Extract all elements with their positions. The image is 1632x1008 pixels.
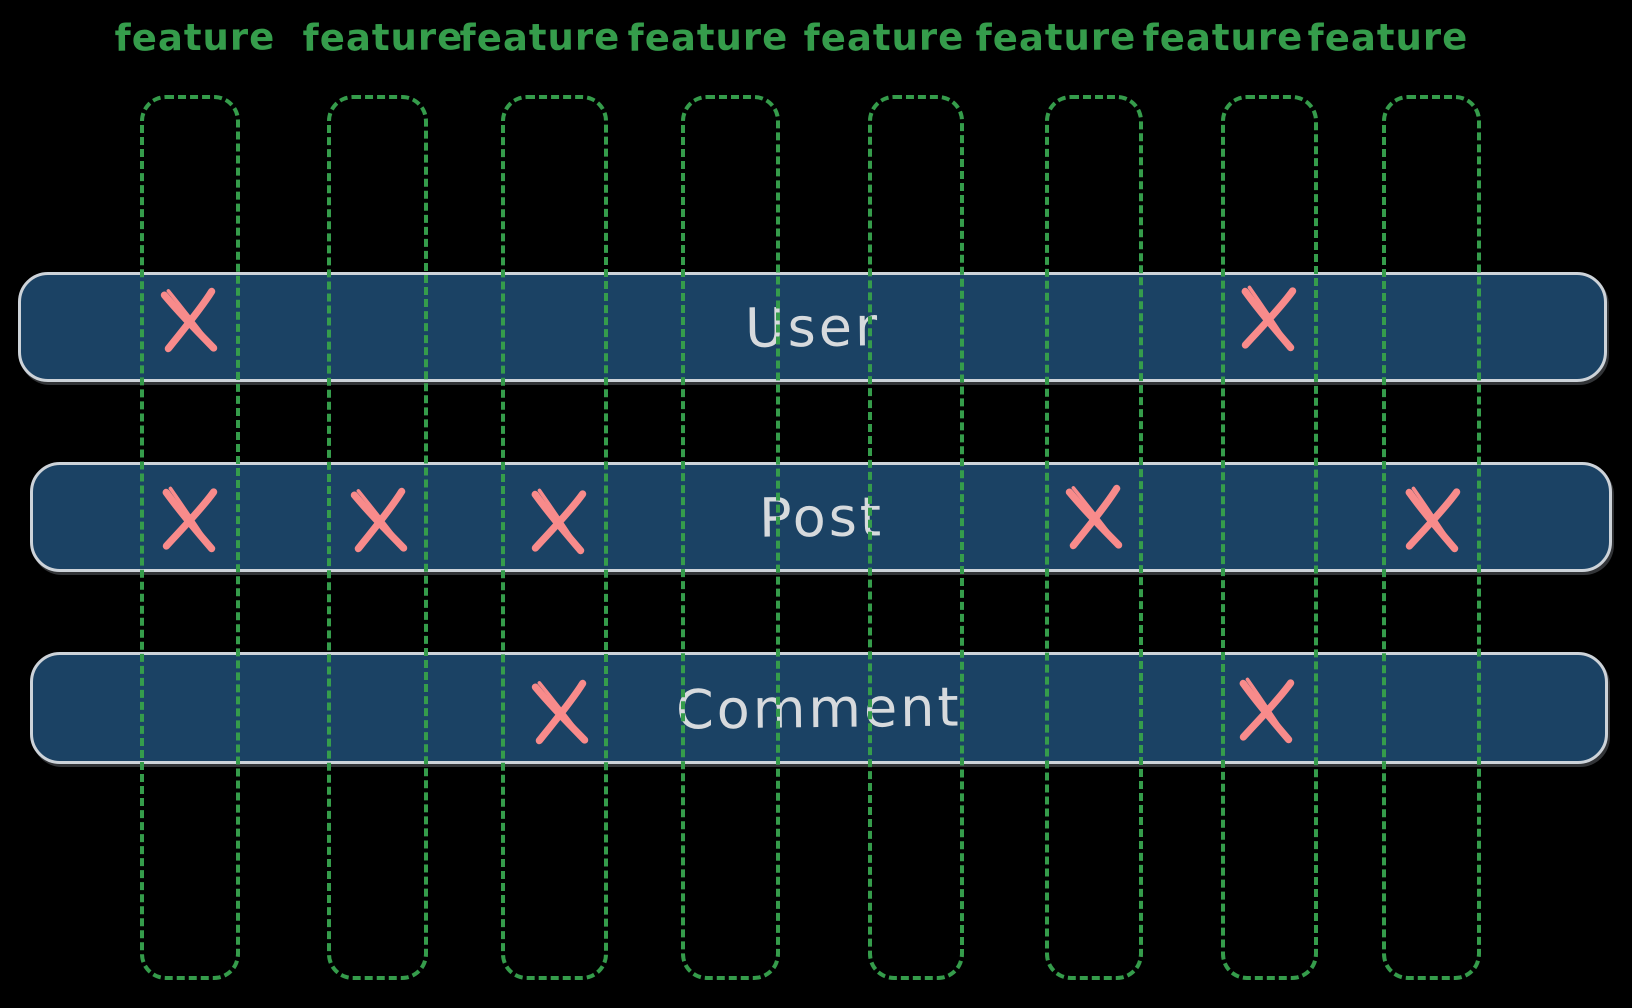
entity-row-comment: Comment: [30, 652, 1608, 764]
feature-column-7: [1221, 95, 1318, 980]
x-mark-comment-feature-3: [529, 677, 593, 747]
x-mark-post-feature-8: [1401, 484, 1465, 554]
feature-column-1: [140, 95, 240, 980]
feature-column-8: [1382, 95, 1481, 980]
entity-row-user: User: [18, 272, 1607, 382]
feature-column-label-5: feature: [803, 15, 965, 60]
entity-row-post: Post: [30, 462, 1612, 572]
x-mark-comment-feature-7: [1235, 675, 1299, 745]
feature-column-4: [681, 95, 780, 980]
feature-column-3: [501, 95, 608, 980]
x-mark-post-feature-1: [158, 484, 222, 554]
feature-column-6: [1045, 95, 1143, 980]
feature-column-5: [868, 95, 964, 980]
feature-column-2: [327, 95, 428, 980]
x-mark-post-feature-6: [1063, 482, 1127, 552]
x-mark-post-feature-3: [527, 486, 591, 556]
x-mark-post-feature-2: [348, 485, 412, 555]
feature-column-label-4: feature: [627, 15, 789, 60]
feature-column-label-1: feature: [114, 15, 276, 60]
x-mark-user-feature-1: [158, 285, 222, 355]
feature-column-label-8: feature: [1307, 15, 1469, 60]
x-mark-user-feature-7: [1237, 283, 1301, 353]
